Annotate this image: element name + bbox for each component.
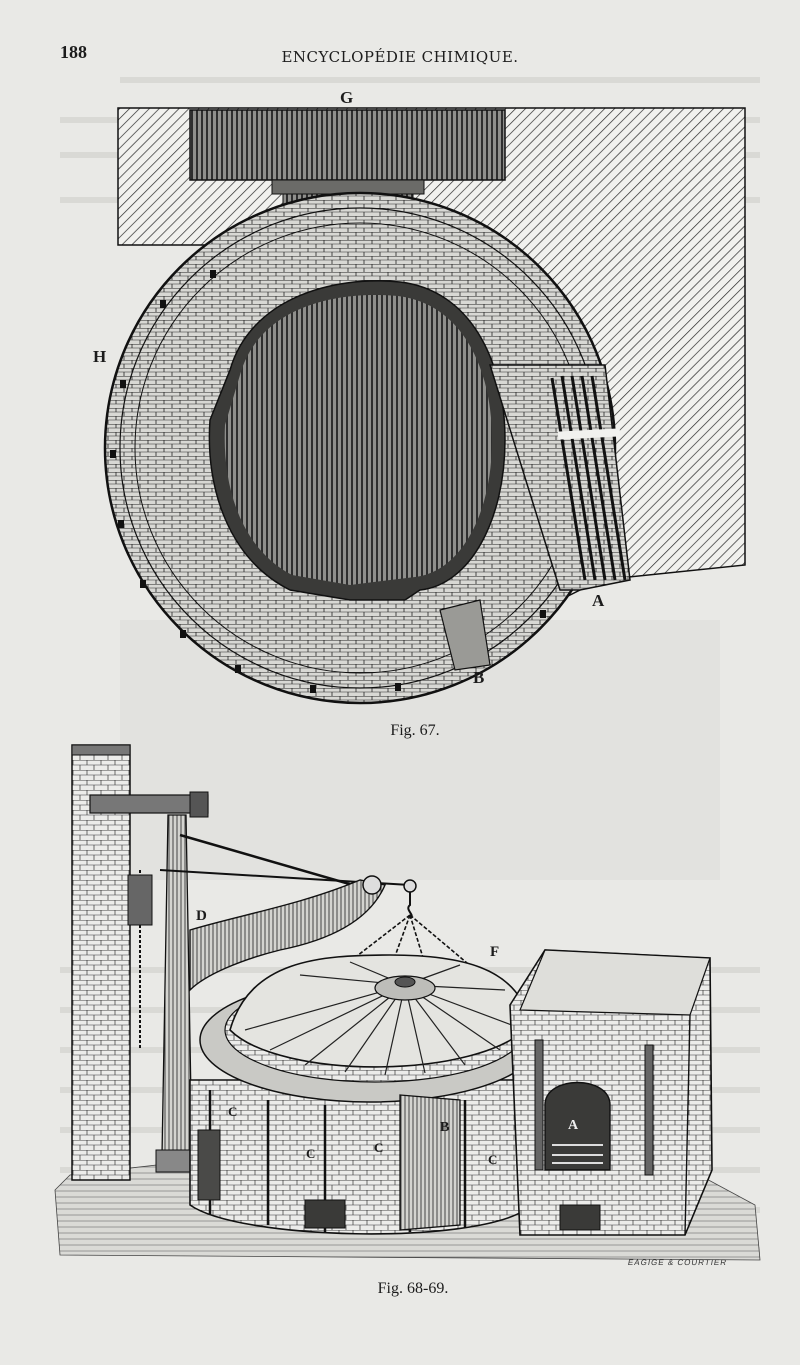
label-d: D xyxy=(196,908,207,924)
label-c-3: C xyxy=(374,1140,384,1155)
figure-68-69-furnace-crane xyxy=(54,744,761,1261)
running-head: ENCYCLOPÉDIE CHIMIQUE. xyxy=(281,48,519,66)
page-number: 188 xyxy=(60,42,87,62)
label-f: F xyxy=(490,944,500,960)
label-b-fig68: B xyxy=(440,1120,450,1135)
label-a-fig67: A xyxy=(592,591,605,610)
label-c-1: C xyxy=(228,1104,238,1119)
label-c-4: C xyxy=(488,1152,498,1167)
figure-67-furnace-section xyxy=(103,107,746,705)
label-c-2: C xyxy=(306,1146,316,1161)
figure-67-caption: Fig. 67. xyxy=(390,722,440,739)
label-b-fig67: B xyxy=(473,668,485,687)
engraver-signature: EAGIGE & COURTIER xyxy=(627,1258,728,1267)
label-g: G xyxy=(340,88,354,107)
figure-68-69-caption: Fig. 68-69. xyxy=(377,1280,449,1297)
label-h: H xyxy=(93,347,107,366)
label-a-fig68: A xyxy=(568,1118,579,1133)
